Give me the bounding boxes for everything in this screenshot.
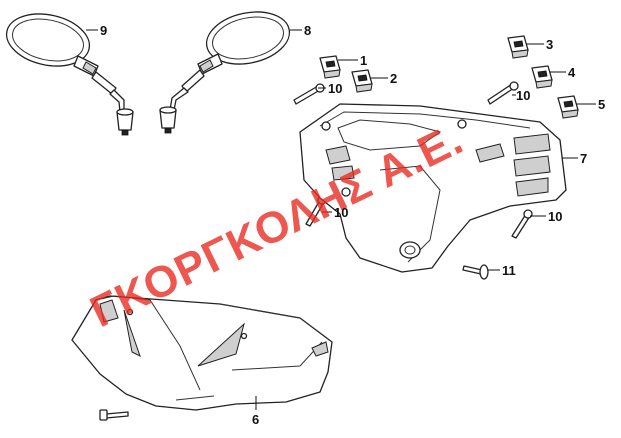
handlebar-rear-cover — [299, 103, 567, 273]
clip-part-5 — [557, 95, 579, 119]
callout-5: 5 — [598, 97, 605, 112]
callout-1: 1 — [360, 53, 367, 68]
clip-part-1 — [319, 55, 341, 79]
callout-10a: 10 — [328, 81, 342, 96]
screw-10a — [293, 83, 325, 105]
callout-3: 3 — [546, 37, 553, 52]
callout-6: 6 — [252, 412, 259, 427]
mirror-right — [159, 11, 291, 134]
callout-8: 8 — [304, 23, 311, 38]
callout-4: 4 — [568, 65, 576, 80]
callout-10c: 10 — [334, 205, 348, 220]
callout-10b: 10 — [516, 88, 530, 103]
callout-10d: 10 — [548, 209, 562, 224]
screw-11 — [462, 264, 489, 280]
callout-2: 2 — [390, 71, 397, 86]
callout-7: 7 — [580, 151, 587, 166]
mirror-left — [5, 13, 134, 136]
callout-9: 9 — [100, 23, 107, 38]
callout-11: 11 — [502, 263, 516, 278]
screw-10d — [511, 209, 533, 239]
clip-part-2 — [351, 69, 373, 93]
screw-10b — [487, 81, 519, 105]
clip-part-3 — [507, 35, 529, 59]
screw-part-6 — [99, 409, 129, 421]
handlebar-front-cover — [71, 295, 333, 411]
clip-part-4 — [531, 65, 553, 89]
leader-lines — [86, 29, 596, 410]
